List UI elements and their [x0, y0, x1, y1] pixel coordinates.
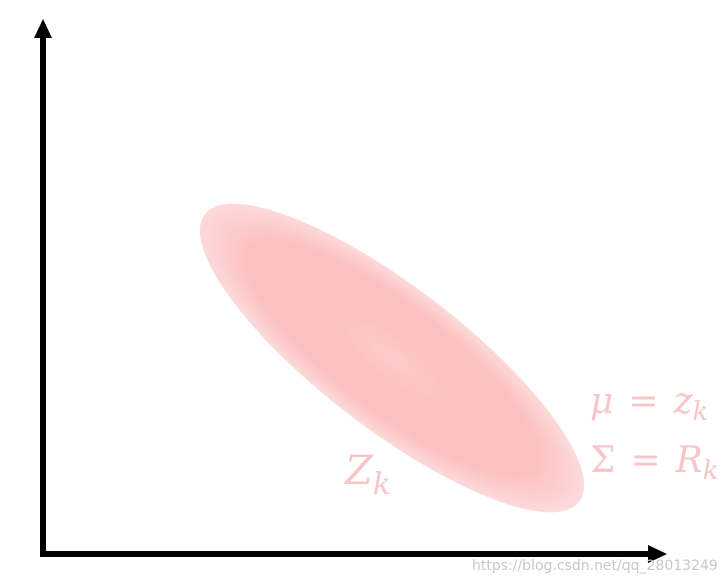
cov-equals-sign: = — [630, 440, 660, 481]
mean-equation: μ = zk — [590, 381, 708, 427]
cov-rhs-subscript: k — [703, 456, 719, 486]
ellipse-label: Zk — [343, 448, 391, 502]
mean-lhs: μ — [590, 381, 613, 422]
cov-lhs: Σ — [590, 440, 615, 481]
mean-rhs: z — [673, 381, 694, 422]
covariance-ellipse — [199, 203, 585, 513]
ellipse-label-symbol: Z — [343, 448, 374, 494]
covariance-equation: Σ = Rk — [590, 440, 719, 486]
ellipse-label-subscript: k — [373, 467, 391, 502]
cov-rhs: R — [675, 440, 703, 481]
watermark-url: https://blog.csdn.net/qq_28013249 — [472, 558, 718, 574]
y-axis-arrowhead — [34, 19, 52, 38]
x-axis-arrowhead — [648, 545, 667, 563]
mean-equals-sign: = — [628, 381, 658, 422]
mean-rhs-subscript: k — [693, 397, 709, 427]
